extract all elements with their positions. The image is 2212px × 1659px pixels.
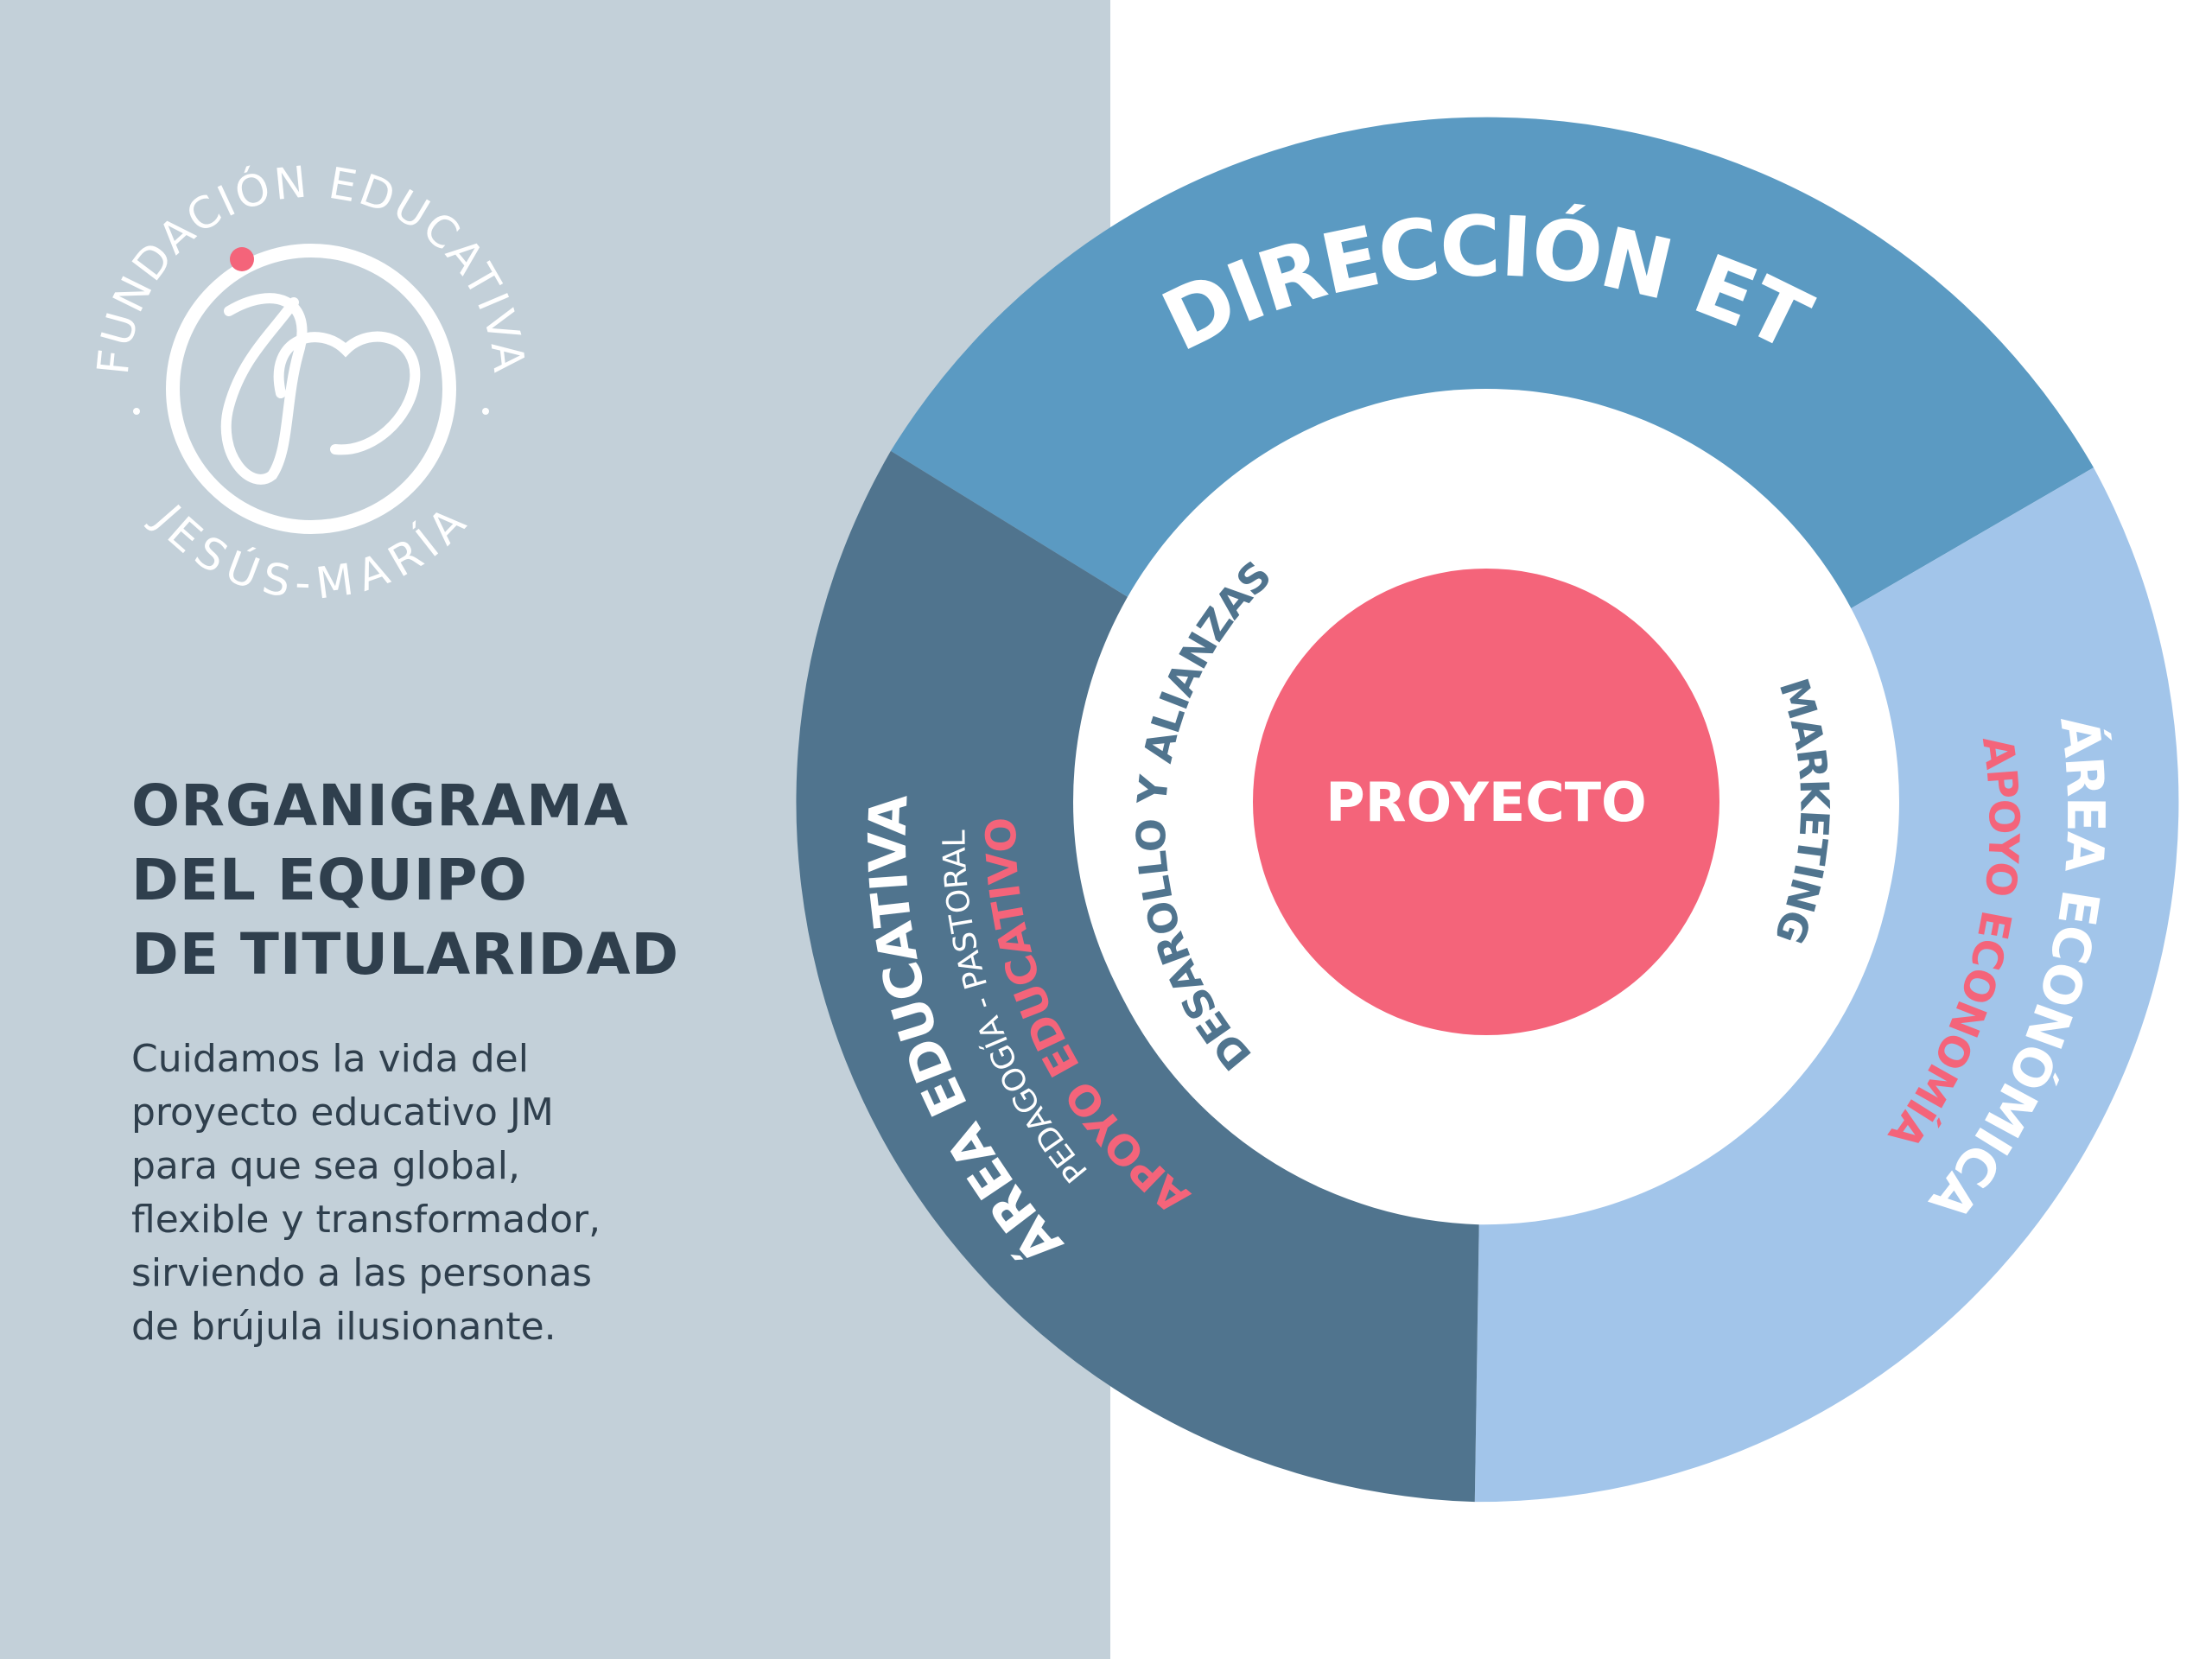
page-title: ORGANIGRAMA DEL EQUIPO DE TITULARIDAD <box>131 769 679 992</box>
description-line: de brújula ilusionante. <box>131 1305 556 1349</box>
center-label: PROYECTO <box>1325 771 1646 834</box>
description-line: Cuidamos la vida del <box>131 1037 529 1081</box>
logo-monogram-m <box>273 331 421 455</box>
segment-economica <box>1474 467 2179 1503</box>
logo-monogram-j <box>220 293 308 485</box>
title-line: ORGANIGRAMA <box>131 772 629 839</box>
description-text: Cuidamos la vida del proyecto educativo … <box>131 1033 736 1354</box>
logo-dot-right <box>482 408 489 415</box>
logo-dot-left <box>133 408 140 415</box>
description-line: para que sea global, <box>131 1144 520 1188</box>
fundacion-logo: FUNDACIÓN EDUCATIVA JESÚS-MARÍA <box>88 156 532 605</box>
logo-ring <box>166 244 456 534</box>
title-line: DEL EQUIPO <box>131 847 528 913</box>
title-line: DE TITULARIDAD <box>131 921 680 988</box>
description-line: flexible y transformador, <box>131 1198 601 1242</box>
description-line: sirviendo a las personas <box>131 1251 593 1295</box>
segment-direccion <box>890 117 2094 612</box>
segment-educativa <box>796 450 1479 1503</box>
center-circle <box>1253 569 1719 1035</box>
description-line: proyecto educativo JM <box>131 1090 554 1135</box>
logo-accent-dot <box>230 247 254 271</box>
